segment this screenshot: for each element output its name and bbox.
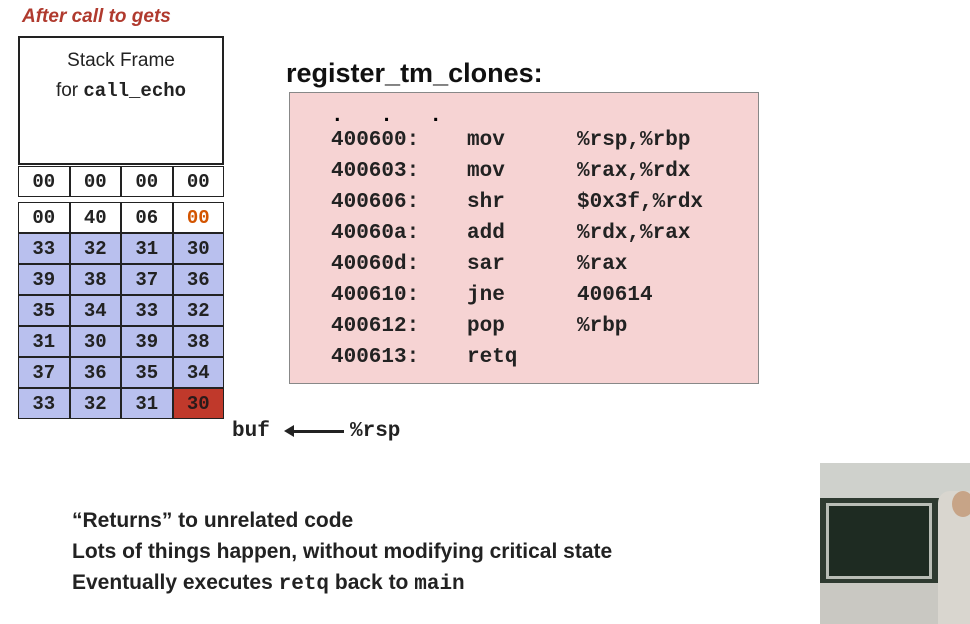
stack-byte-cell: 38 [69, 264, 121, 295]
stack-byte-cell: 36 [172, 264, 224, 295]
video-presenter-head [952, 491, 970, 517]
code-address: 400612: [331, 315, 420, 338]
code-title: register_tm_clones: [286, 58, 543, 88]
stack-byte-cell: 33 [18, 388, 70, 419]
stack-byte-cell: 32 [69, 233, 121, 264]
presenter-video [820, 463, 970, 624]
code-lines: . . . 400600: mov %rsp,%rbp 400603: mov %rax,… [331, 105, 703, 373]
stack-byte-cell: 00 [18, 166, 70, 197]
code-address: 40060d: [331, 253, 420, 276]
note-text: back to [329, 571, 415, 594]
code-line: 40060d: sar %rax [331, 249, 703, 280]
code-address: 40060a: [331, 222, 420, 245]
slide-notes: “Returns” to unrelated code Lots of thin… [72, 505, 612, 598]
code-line: 400600: mov %rsp,%rbp [331, 125, 703, 156]
stack-byte-cell: 34 [69, 295, 121, 326]
stack-byte-cell: 35 [121, 357, 173, 388]
code-address: 400606: [331, 191, 420, 214]
stack-byte-cell: 00 [121, 166, 173, 197]
code-ellipsis: . . . [331, 105, 455, 128]
code-operands: 400614 [577, 284, 653, 307]
stack-byte-cell: 40 [69, 202, 121, 233]
stack-byte-cell: 00 [172, 202, 224, 233]
code-address: 400610: [331, 284, 420, 307]
code-line: 400603: mov %rax,%rdx [331, 156, 703, 187]
stack-byte-cell: 39 [121, 326, 173, 357]
note-line-1: “Returns” to unrelated code [72, 509, 354, 532]
code-operands: %rsp,%rbp [577, 129, 691, 152]
stack-byte-cell: 30 [69, 326, 121, 357]
stack-byte-cell: 38 [172, 326, 224, 357]
stack-byte-cell: 32 [69, 388, 121, 419]
code-opcode: jne [467, 284, 505, 307]
stack-byte-cell: 30 [172, 388, 224, 419]
stack-byte-cell: 33 [18, 233, 70, 264]
code-address: 400613: [331, 346, 420, 369]
note-code-retq: retq [278, 573, 330, 596]
code-line: 400612: pop %rbp [331, 311, 703, 342]
code-opcode: mov [467, 129, 505, 152]
code-opcode: mov [467, 160, 505, 183]
stack-byte-cell: 35 [18, 295, 70, 326]
stack-byte-cell: 31 [121, 233, 173, 264]
rsp-label: %rsp [350, 420, 401, 443]
stack-byte-cell: 37 [121, 264, 173, 295]
code-line: 400610: jne 400614 [331, 280, 703, 311]
slide-subtitle: After call to gets [22, 6, 171, 27]
code-opcode: shr [467, 191, 505, 214]
stack-byte-cell: 00 [69, 166, 121, 197]
code-listing-box: . . . 400600: mov %rsp,%rbp 400603: mov %rax,… [289, 92, 759, 384]
stack-byte-cell: 33 [121, 295, 173, 326]
stack-byte-cell: 37 [18, 357, 70, 388]
stack-byte-cell: 31 [18, 326, 70, 357]
code-opcode: sar [467, 253, 505, 276]
note-code-main: main [414, 573, 465, 596]
code-line: 40060a: add %rdx,%rax [331, 218, 703, 249]
stack-frame-panel: Stack Frame for call_echo [18, 36, 224, 165]
stack-frame-prefix: for [55, 80, 84, 101]
note-text: Eventually executes [72, 571, 279, 594]
rsp-arrow [284, 425, 344, 437]
code-operands: $0x3f,%rdx [577, 191, 704, 214]
stack-byte-cell: 39 [18, 264, 70, 295]
stack-byte-cell: 06 [121, 202, 173, 233]
stack-frame-box: Stack Frame for call_echo [18, 36, 224, 165]
stack-byte-cell: 34 [172, 357, 224, 388]
stack-byte-cell: 00 [172, 166, 224, 197]
stack-byte-cell: 00 [18, 202, 70, 233]
code-operands: %rax [577, 253, 628, 276]
buf-label: buf [232, 420, 270, 443]
code-address: 400603: [331, 160, 420, 183]
code-line: 400613: retq [331, 342, 703, 373]
code-operands: %rax,%rdx [577, 160, 691, 183]
stack-frame-caller-label: for call_echo [20, 80, 222, 102]
code-address: 400600: [331, 129, 420, 152]
note-line-2: Lots of things happen, without modifying… [72, 540, 613, 563]
stack-byte-cell: 36 [69, 357, 121, 388]
code-opcode: add [467, 222, 505, 245]
stack-byte-cell: 30 [172, 233, 224, 264]
stack-byte-cell: 32 [172, 295, 224, 326]
code-operands: %rdx,%rax [577, 222, 691, 245]
code-line: 400606: shr $0x3f,%rdx [331, 187, 703, 218]
stack-byte-cell: 31 [121, 388, 173, 419]
video-blackboard [826, 503, 932, 579]
stack-frame-label: Stack Frame [67, 50, 175, 71]
code-opcode: retq [467, 346, 518, 369]
note-line-3: Eventually executes retq back to main [72, 567, 612, 598]
stack-frame-function: call_echo [83, 80, 187, 102]
code-opcode: pop [467, 315, 505, 338]
code-operands: %rbp [577, 315, 628, 338]
